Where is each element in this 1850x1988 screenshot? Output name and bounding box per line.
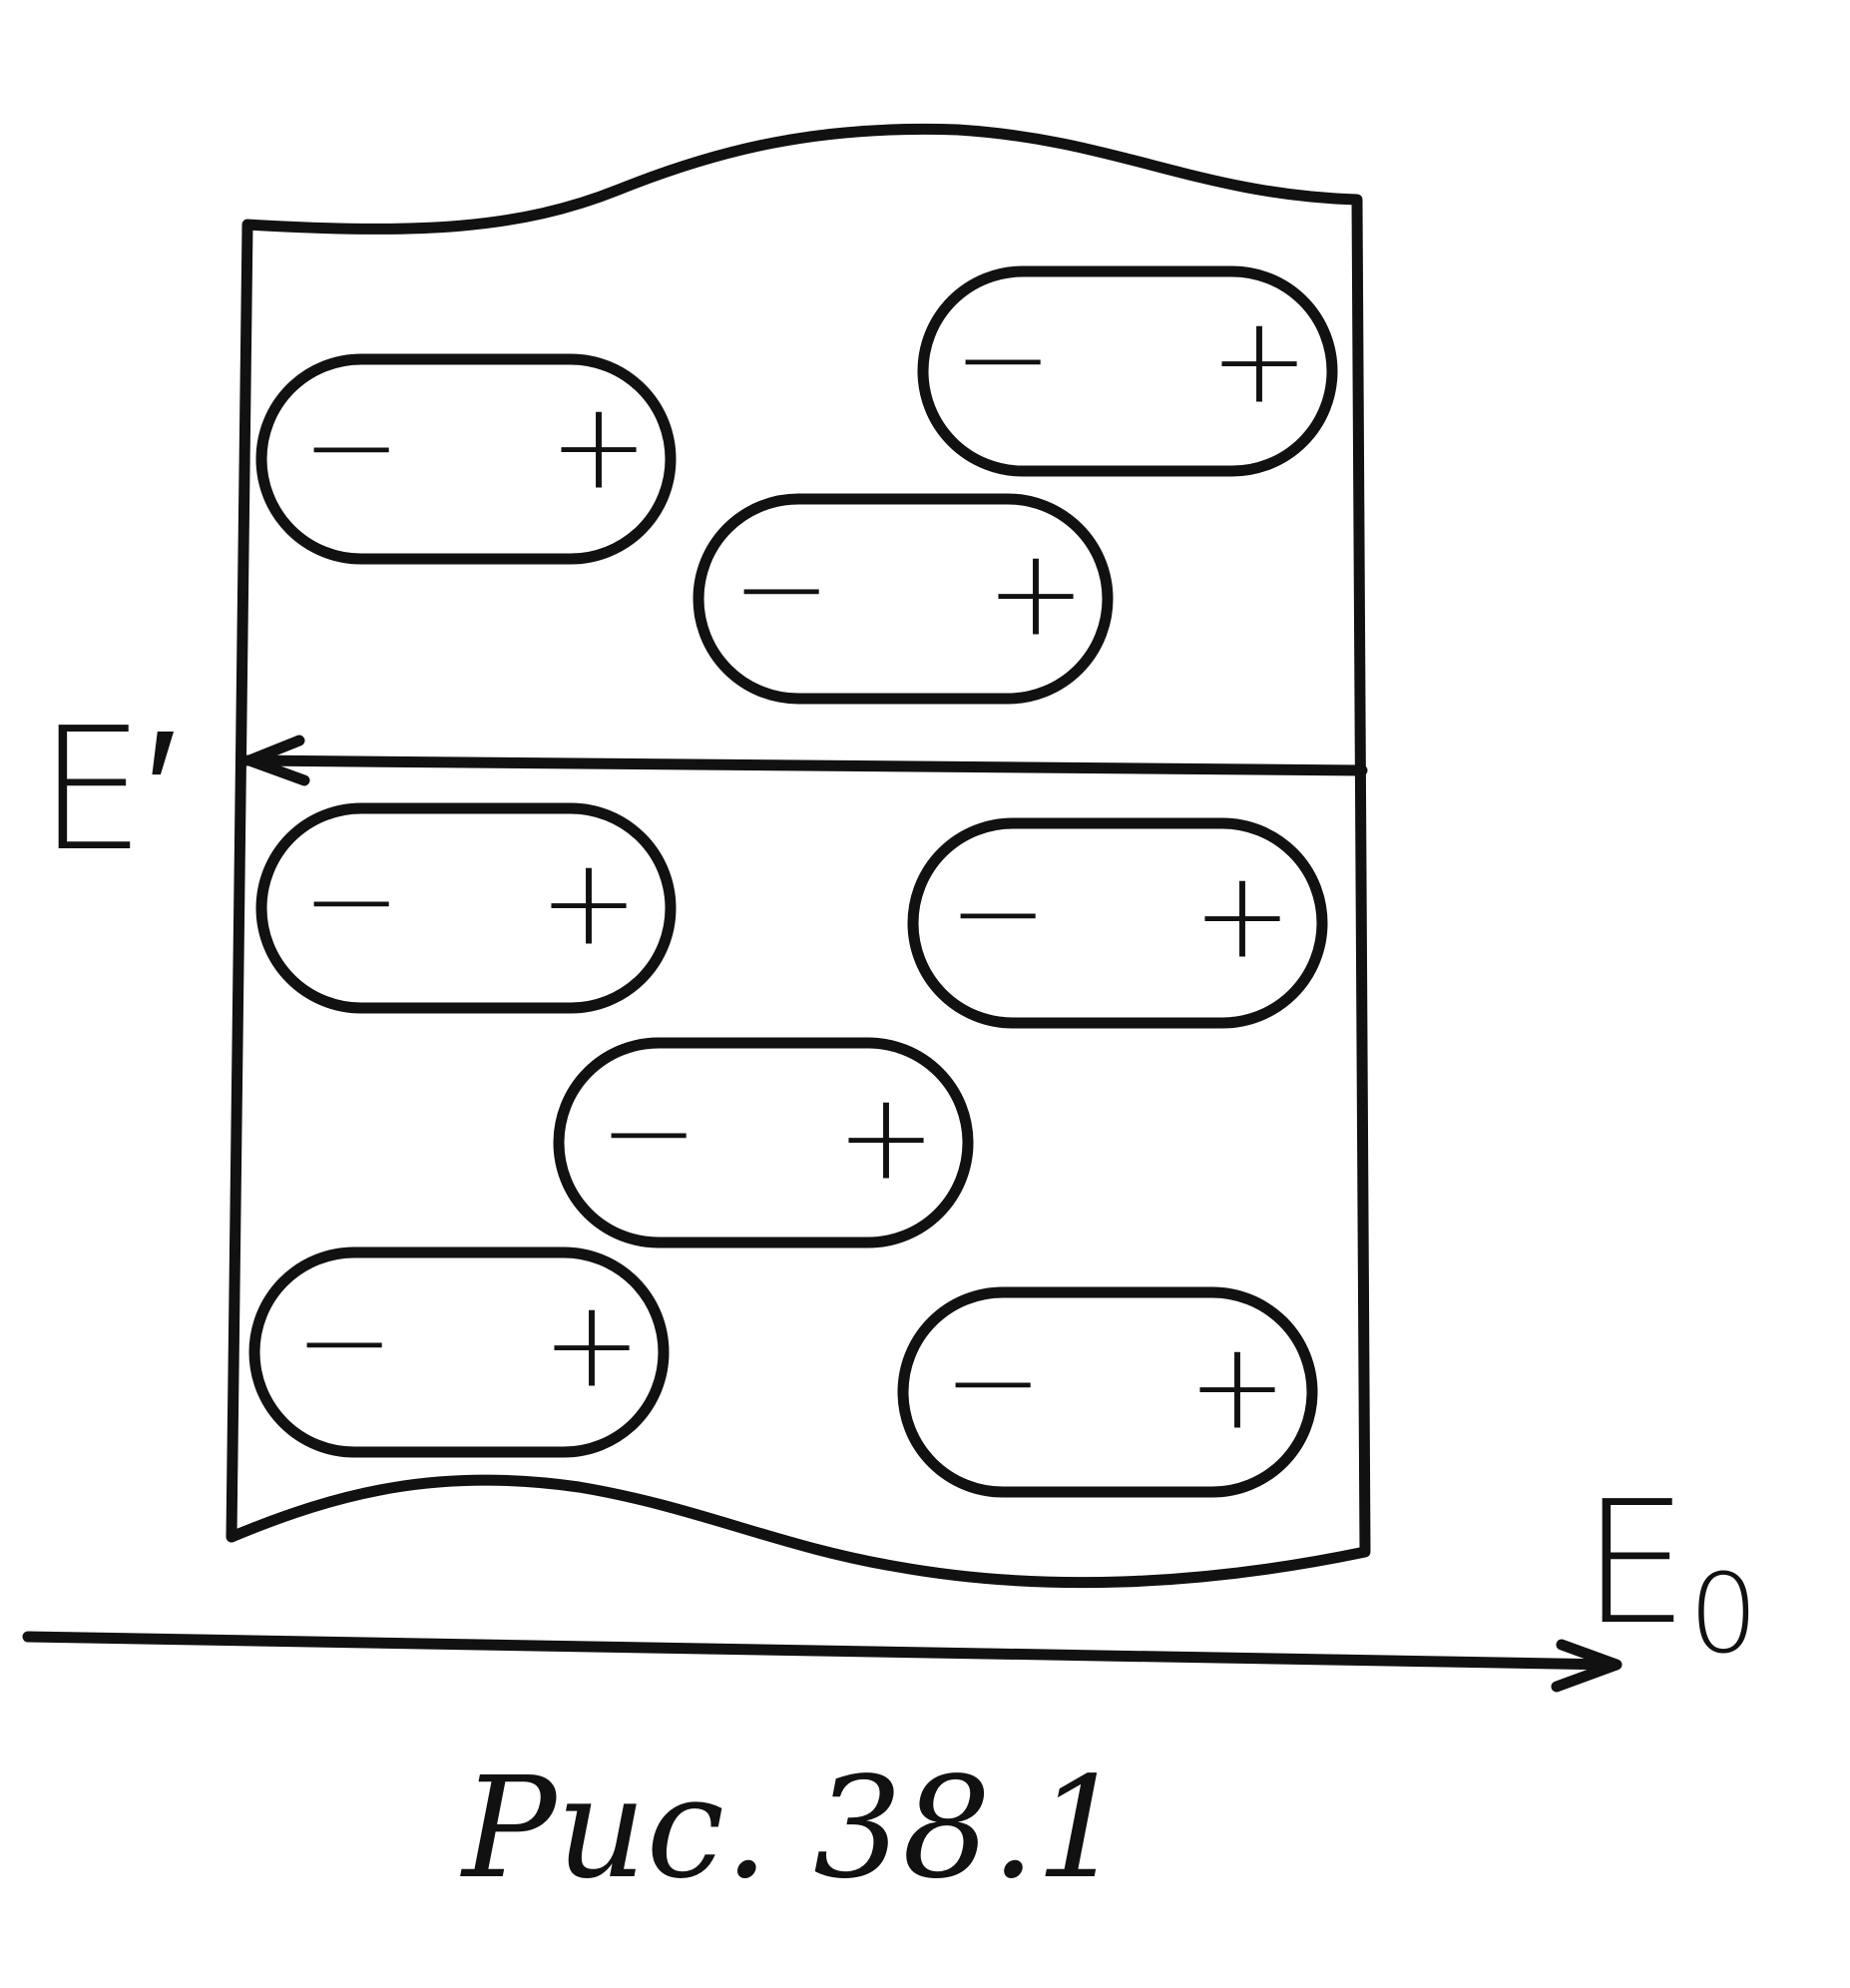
dipole-negative-sign: − bbox=[301, 832, 402, 971]
dipole-4: − + bbox=[255, 802, 677, 1014]
dipole-positive-sign: + bbox=[836, 1069, 937, 1208]
dipole-negative-sign: − bbox=[943, 1313, 1044, 1452]
dipole-5: − + bbox=[907, 817, 1328, 1029]
induced-field-arrow bbox=[241, 735, 1368, 786]
dielectric-slab bbox=[226, 123, 1371, 1589]
dipole-positive-sign: + bbox=[1209, 292, 1310, 431]
external-field-arrow bbox=[22, 1631, 1622, 1693]
dipole-positive-sign: + bbox=[986, 525, 1087, 664]
dipole-negative-sign: − bbox=[948, 844, 1049, 983]
dipole-7: − + bbox=[248, 1246, 670, 1458]
dipole-positive-sign: + bbox=[539, 834, 640, 973]
dipole-negative-sign: − bbox=[953, 290, 1054, 429]
dipole-negative-sign: − bbox=[301, 378, 402, 517]
figure-caption: Рис. 38.1 bbox=[459, 1747, 1125, 1910]
dipole-2: − + bbox=[917, 265, 1338, 477]
dipole-positive-sign: + bbox=[542, 1276, 643, 1415]
external-field-subscript: 0 bbox=[1688, 1550, 1758, 1678]
dipole-positive-sign: + bbox=[549, 378, 650, 517]
dipole-8: − + bbox=[897, 1286, 1318, 1498]
dipole-3: − + bbox=[693, 493, 1114, 705]
dipole-positive-sign: + bbox=[1187, 1318, 1288, 1457]
external-field-label: E0 bbox=[1582, 1465, 1758, 1678]
induced-field-label: E′ bbox=[38, 692, 177, 889]
dipole-1: − + bbox=[255, 353, 677, 565]
dipole-negative-sign: − bbox=[599, 1064, 699, 1203]
dipole-6: − + bbox=[553, 1037, 974, 1248]
external-field-letter: E bbox=[1582, 1465, 1688, 1663]
dipole-positive-sign: + bbox=[1192, 847, 1293, 986]
dipole-negative-sign: − bbox=[294, 1273, 395, 1412]
dipole-negative-sign: − bbox=[731, 520, 832, 659]
